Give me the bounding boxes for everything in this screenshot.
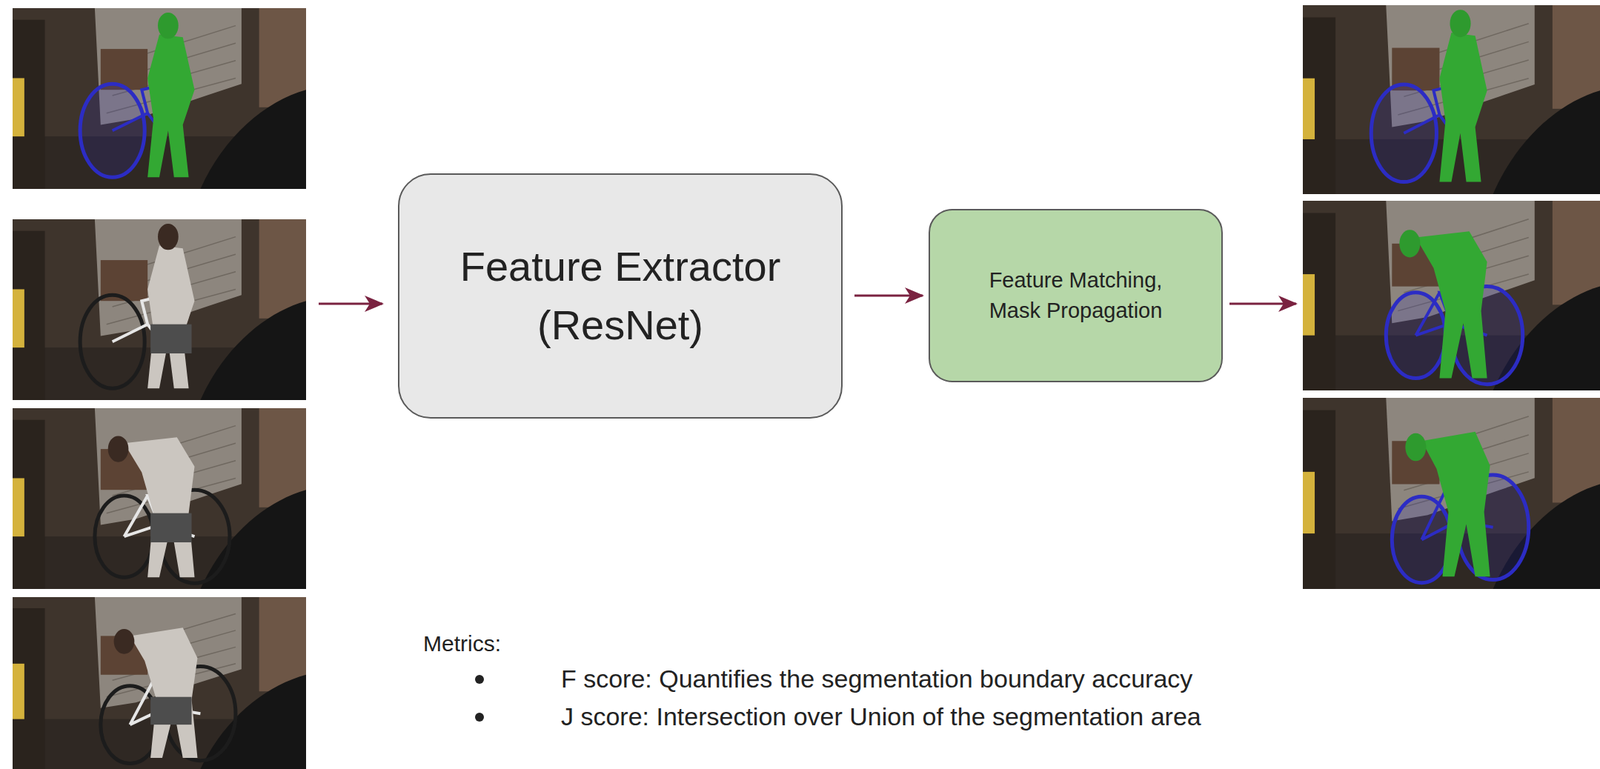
yellow-panel [12, 477, 25, 537]
person-body [1421, 432, 1490, 578]
video-frame [1302, 397, 1600, 590]
yellow-panel [12, 289, 25, 348]
input-arrow [318, 303, 383, 306]
bullet-dot [475, 675, 484, 685]
person-body [147, 34, 195, 178]
video-frame [1302, 5, 1600, 195]
section-heading: Metrics: [423, 630, 501, 658]
video-frame [12, 219, 307, 401]
process-box: Feature Matching, Mask Propagation [928, 208, 1223, 383]
cabinet [1302, 17, 1336, 195]
person-head [1399, 229, 1420, 258]
person-shorts [150, 324, 192, 354]
frame-ground [12, 408, 307, 590]
black-ramp [200, 89, 307, 189]
yellow-panel [12, 664, 25, 720]
output-arrow [1229, 303, 1297, 306]
person-head [157, 12, 179, 39]
cabinet [1302, 213, 1336, 391]
person-body [123, 437, 195, 578]
bullet-dot [475, 712, 484, 722]
frame-ground [1302, 397, 1600, 590]
box-label: Feature Matching, Mask Propagation [968, 265, 1184, 326]
person-body [1415, 231, 1487, 378]
bullet-text: J score: Intersection over Union of the … [561, 701, 1202, 733]
video-frame [12, 8, 307, 189]
person-head [1405, 433, 1426, 461]
person-shorts [150, 697, 192, 725]
person-head [114, 629, 135, 655]
bike-wheel [1385, 292, 1446, 379]
cabinet [12, 608, 46, 769]
frame-ground [12, 8, 307, 189]
box-label: Feature Extractor (ResNet) [420, 237, 821, 355]
person-body [129, 627, 198, 759]
bike-wheel [1391, 496, 1452, 584]
person-head [1449, 9, 1471, 38]
frame-ground [12, 219, 307, 401]
video-frame [1302, 200, 1600, 391]
black-ramp [1493, 90, 1600, 195]
frame-ground [1302, 200, 1600, 391]
yellow-panel [1302, 472, 1315, 534]
frame-ground [1302, 5, 1600, 195]
yellow-panel [1302, 78, 1315, 140]
person-body [1439, 32, 1487, 183]
cabinet [12, 20, 46, 189]
cabinet [1302, 410, 1336, 590]
black-ramp [200, 300, 307, 401]
person-head [108, 435, 129, 462]
video-frame [12, 597, 307, 769]
person-head [157, 223, 179, 250]
process-box: Feature Extractor (ResNet) [397, 173, 843, 419]
video-frame [12, 408, 307, 590]
yellow-panel [1302, 274, 1315, 336]
yellow-panel [12, 77, 25, 137]
bike-wheel [1371, 84, 1437, 183]
frame-ground [12, 597, 307, 769]
flow-arrow [854, 294, 923, 298]
bullet-text: F score: Quantifies the segmentation bou… [561, 664, 1193, 695]
person-body [147, 245, 195, 389]
cabinet [12, 231, 46, 401]
cabinet [12, 420, 46, 590]
person-shorts [150, 513, 192, 543]
